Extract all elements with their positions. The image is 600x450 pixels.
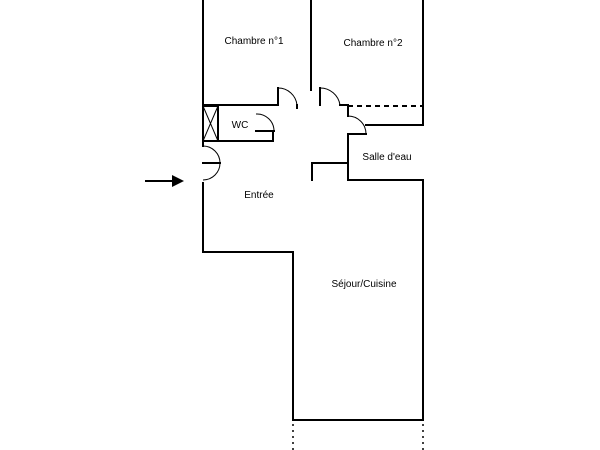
room-label-wc: WC <box>232 120 249 131</box>
balcony-boundary <box>292 424 424 450</box>
room-label-chambre-1: Chambre n°1 <box>224 36 283 47</box>
room-sejour-cuisine: Séjour/Cuisine <box>292 179 424 421</box>
room-chambre-1: Chambre n°1 <box>202 0 312 106</box>
room-entree: Entrée <box>202 140 294 253</box>
room-label-entree: Entrée <box>244 190 274 201</box>
door-chambre-1 <box>277 87 298 106</box>
room-wc: WC <box>202 105 275 142</box>
room-label-chambre-2: Chambre n°2 <box>343 38 402 49</box>
room-salle-deau: Salle d'eau <box>347 105 424 181</box>
door-chambre-2 <box>319 87 341 106</box>
wc-duct-box <box>202 105 219 142</box>
room-label-salle-deau: Salle d'eau <box>362 152 411 163</box>
entrance-arrow-icon <box>145 175 184 187</box>
front-door <box>202 145 221 181</box>
room-label-sejour-cuisine: Séjour/Cuisine <box>331 279 396 290</box>
room-chambre-2: Chambre n°2 <box>343 0 424 126</box>
